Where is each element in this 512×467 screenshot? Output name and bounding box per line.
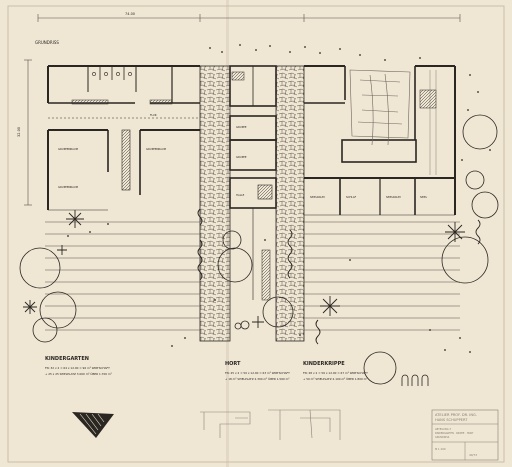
side-dimension-text: 32.00 [17, 127, 21, 137]
svg-text:GRUPPE: GRUPPE [236, 125, 247, 129]
project-line3: GRUNDRISS [435, 436, 450, 439]
svg-text:SPIELRAUM: SPIELRAUM [386, 195, 401, 199]
svg-text:GRUPPENRAUM: GRUPPENRAUM [146, 147, 166, 151]
top-dimension-text: 74.00 [125, 12, 135, 16]
trees [19, 114, 499, 385]
kindergarten-note-2: + 25 x 25 SPIELPLATZ 3.000 m² ÜBER 1.700… [45, 371, 112, 376]
svg-text:GRUPPENRAUM: GRUPPENRAUM [58, 147, 78, 151]
kinderkrippe-note-1: FN: 28 x 2 = 56 x 12.00 = 67 m² WIRTSCHA… [303, 371, 368, 375]
shrubs-star-symbols [23, 210, 465, 328]
sheet-border [7, 5, 505, 463]
kinderkrippe-note-2: + 50 m² SPIELPLATZ 2.100 m² ÜBER 1.800 m… [303, 376, 367, 381]
title-block [431, 409, 499, 461]
hedge-squiggles [197, 208, 481, 345]
svg-text:HALLE: HALLE [236, 193, 245, 197]
svg-text:GRUPPENRAUM: GRUPPENRAUM [58, 185, 78, 189]
office-name-line2: HANS SCHUPPERT [435, 418, 468, 422]
hort-note-1: FN: 25 x 2 = 50 x 12.00 = 63 m² WIRTSCHA… [225, 371, 290, 375]
kindergarten-wing [47, 65, 200, 211]
hort-wing [229, 65, 277, 301]
sheet-number: 40/73 [469, 453, 477, 457]
room-labels: GRUPPENRAUM GRUPPENRAUM GRUPPENRAUM FLUR… [58, 113, 428, 199]
kindergarten-note-1: FN: 32 x 2 = 64 x 12.00 = 96 m² WIRTSCHA… [45, 366, 110, 370]
paved-walkway-right [275, 65, 305, 342]
kinderkrippe-wing [304, 65, 456, 216]
hort-note-2: + 18 m² SPIELPLATZ 2.300 m² ÜBER 1.560 m… [225, 376, 289, 381]
project-line1: ABTEILUNG 3 [435, 428, 451, 431]
playground-lines [45, 221, 460, 331]
svg-text:FLUR: FLUR [150, 113, 157, 117]
svg-text:GRUPPE: GRUPPE [236, 155, 247, 159]
pencil-sketch-details [200, 409, 341, 440]
svg-text:SCHLAF: SCHLAF [346, 195, 357, 199]
office-name-line1: ATELIER PROF. DR. ING. [435, 413, 477, 417]
play-equipment [401, 374, 429, 386]
hort-title: HORT [225, 361, 241, 367]
kindergarten-title: KINDERGARTEN [45, 356, 89, 362]
kinderkrippe-title: KINDERKRIPPE [303, 361, 345, 367]
paved-walkway-left [199, 65, 231, 342]
svg-text:SPIELRAUM: SPIELRAUM [310, 195, 325, 199]
plan-label: GRUNDRISS [35, 40, 59, 45]
ground-dots [67, 44, 491, 353]
project-line2: KINDERGARTEN · KRIPPE · HORT [435, 432, 474, 435]
scale-label: M 1:100 [435, 447, 446, 451]
svg-text:SPIEL: SPIEL [420, 195, 428, 199]
side-dimension-line [24, 59, 32, 206]
north-arrow-icon [72, 412, 114, 438]
top-dimension-line [37, 14, 461, 22]
